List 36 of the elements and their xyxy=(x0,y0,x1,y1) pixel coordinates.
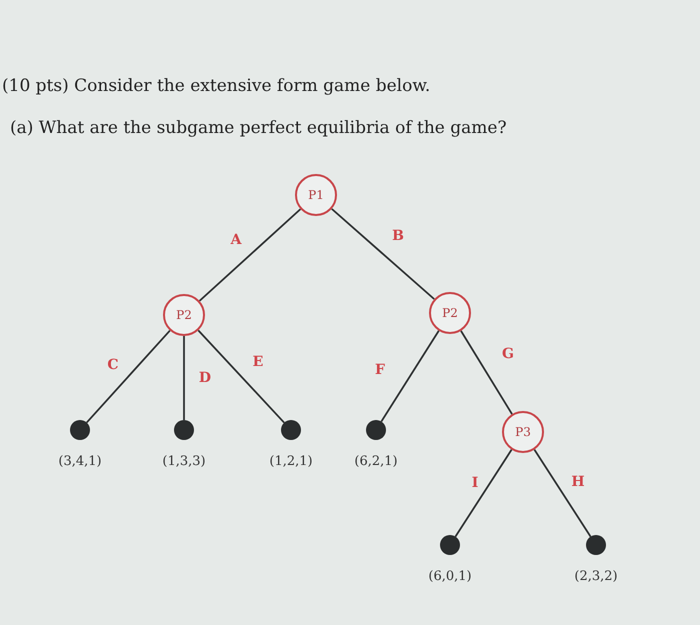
tree-branch xyxy=(183,336,185,420)
player-node: P2 xyxy=(163,294,205,336)
title: (10 pts) Consider the extensive form game below. xyxy=(2,76,430,96)
payoff-label: (1,2,1) xyxy=(269,454,313,469)
player-node: P3 xyxy=(502,411,544,453)
payoff-label: (3,4,1) xyxy=(58,454,102,469)
edge-label: A xyxy=(230,232,242,248)
edge-label: D xyxy=(198,370,212,386)
edge-label: C xyxy=(107,357,119,373)
question-text: (a) What are the subgame perfect equilibria of the game? xyxy=(10,118,507,138)
terminal-node xyxy=(586,535,606,555)
payoff-label: (6,2,1) xyxy=(354,454,398,469)
tree-branch xyxy=(454,449,512,538)
edge-label: F xyxy=(375,362,385,378)
payoff-label: (6,0,1) xyxy=(428,569,472,584)
terminal-node xyxy=(174,420,194,440)
payoff-label: (1,3,3) xyxy=(162,454,206,469)
terminal-node xyxy=(70,420,90,440)
edge-label: B xyxy=(392,228,404,244)
terminal-node xyxy=(366,420,386,440)
tree-branch xyxy=(534,449,592,538)
player-node: P2 xyxy=(429,292,471,334)
edge-label: G xyxy=(502,346,514,362)
tree-branch xyxy=(198,330,285,424)
edge-label: H xyxy=(571,474,585,490)
tree-branch xyxy=(460,330,513,415)
player-node: P1 xyxy=(295,174,337,216)
tree-branch xyxy=(380,330,440,422)
edge-label: I xyxy=(472,475,478,491)
edge-label: E xyxy=(252,354,264,370)
tree-branch xyxy=(198,208,302,302)
tree-branch xyxy=(331,208,435,300)
terminal-node xyxy=(440,535,460,555)
terminal-node xyxy=(281,420,301,440)
payoff-label: (2,3,2) xyxy=(574,569,618,584)
tree-branch xyxy=(86,330,171,424)
